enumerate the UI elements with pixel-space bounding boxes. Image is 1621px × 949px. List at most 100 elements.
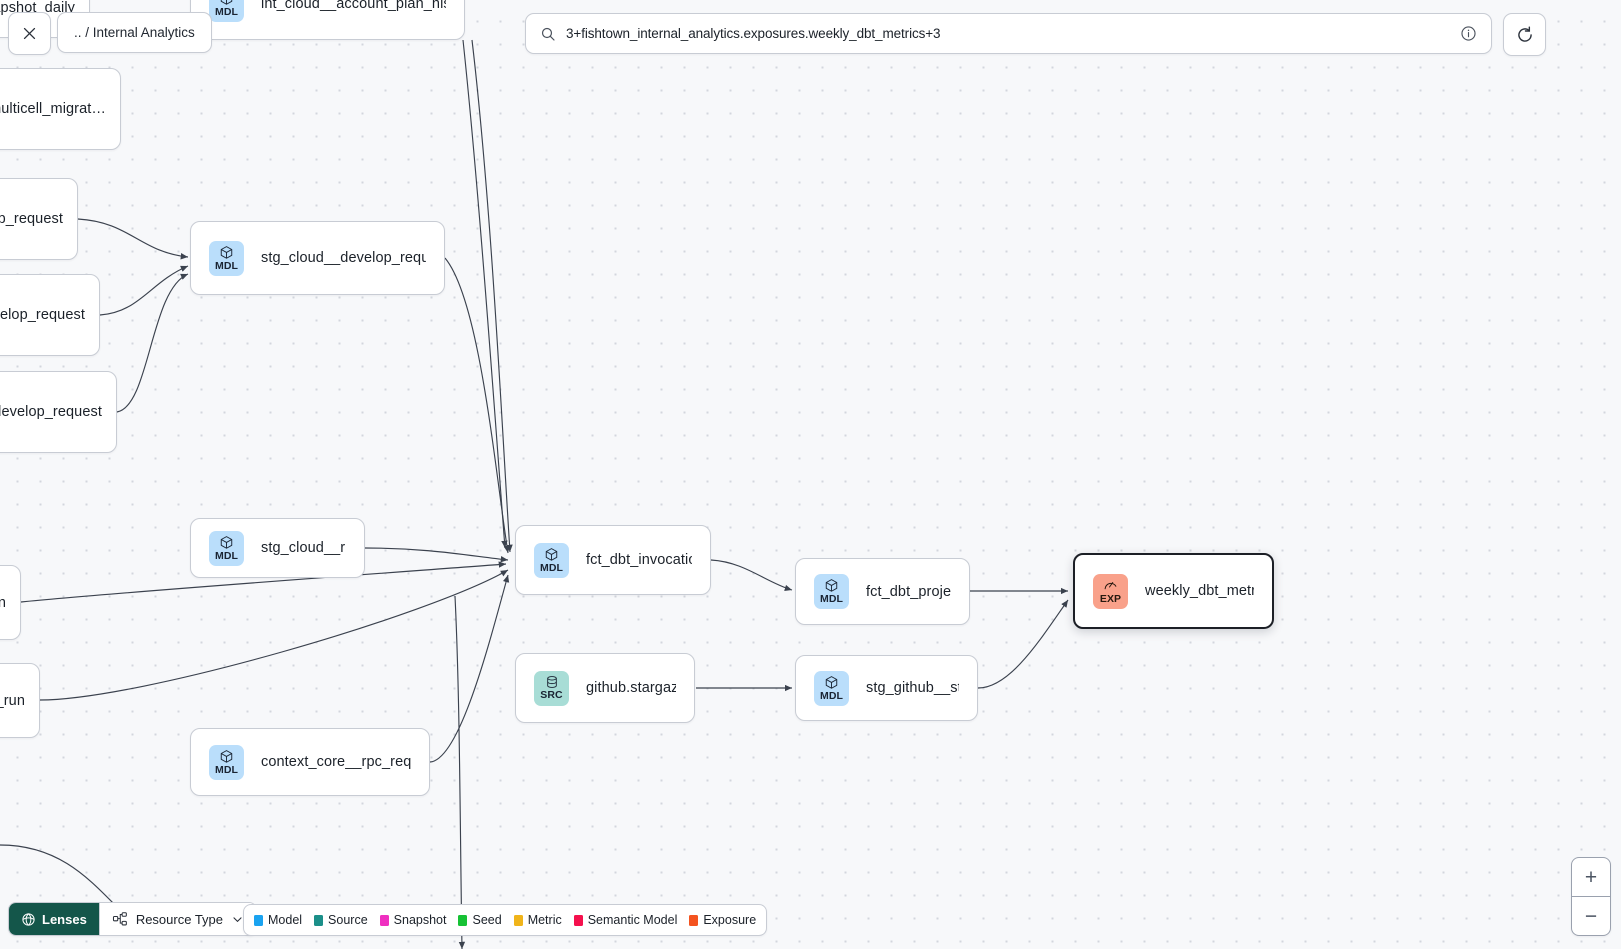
node-type-badge: MDL	[209, 744, 244, 780]
legend-item[interactable]: Semantic Model	[573, 913, 678, 927]
graph-edge	[977, 599, 1069, 689]
lenses-button[interactable]: Lenses	[9, 903, 99, 935]
node-label: weekly_dbt_metrics	[1145, 583, 1254, 599]
legend-label: Metric	[527, 913, 562, 927]
legend-item[interactable]: Snapshot	[379, 913, 447, 927]
graph-node[interactable]: MDL stg_cloud__develop_requests	[190, 221, 445, 295]
legend-label: Semantic Model	[587, 913, 678, 927]
node-label: _develop_request	[0, 404, 102, 420]
node-type-badge: MDL	[209, 530, 244, 566]
legend-item[interactable]: Metric	[513, 913, 562, 927]
lenses-toolbar[interactable]: Lenses Resource Type	[8, 902, 258, 936]
node-type-badge-label: MDL	[819, 689, 844, 702]
legend-label: Model	[268, 913, 303, 927]
info-icon[interactable]	[1460, 25, 1477, 42]
legend-swatch	[689, 914, 699, 926]
node-type-badge-label: EXP	[1099, 592, 1122, 605]
node-label: _run	[0, 692, 25, 709]
graph-node[interactable]: MDL int_cloud__account_plan_history	[190, 0, 465, 40]
node-type-badge: MDL	[209, 240, 244, 276]
node-label: fct_dbt_invocations	[586, 552, 692, 568]
legend-label: Seed	[472, 913, 502, 927]
node-label: stg_github__stars	[866, 680, 959, 696]
node-label: multicell_migrat…	[0, 101, 106, 117]
refresh-button[interactable]	[1503, 13, 1546, 56]
lens-icon	[22, 912, 35, 926]
cube-icon	[220, 0, 233, 5]
node-label: context_core__rpc_request	[261, 754, 411, 770]
lenses-label: Lenses	[42, 911, 87, 927]
graph-node[interactable]: multicell_migrat…	[0, 68, 121, 150]
node-type-badge: MDL	[814, 574, 849, 609]
graph-node[interactable]: MDL stg_github__stars	[795, 655, 978, 721]
legend-swatch	[573, 914, 583, 926]
breadcrumb[interactable]: .. / Internal Analytics	[57, 12, 212, 53]
refresh-icon	[1517, 25, 1532, 42]
node-type-badge: SRC	[534, 670, 569, 706]
node-label: stg_cloud__develop_requests	[261, 250, 426, 266]
legend-swatch	[254, 914, 263, 926]
node-label: n	[0, 594, 6, 611]
graph-node[interactable]: op_request	[0, 178, 78, 260]
graph-edge	[364, 547, 509, 563]
graph-node[interactable]: _develop_request	[0, 371, 117, 453]
database-icon	[546, 676, 557, 689]
cube-icon	[825, 579, 838, 592]
graph-edge	[710, 559, 793, 592]
graph-edge	[77, 218, 189, 260]
resource-type-dropdown[interactable]: Resource Type	[98, 903, 257, 935]
node-type-badge-label: MDL	[214, 549, 239, 562]
cube-icon	[220, 245, 233, 259]
graph-node[interactable]: _run	[0, 663, 40, 738]
zoom-out-button[interactable]: −	[1572, 896, 1610, 935]
graph-edge	[0, 844, 121, 911]
node-label: int_cloud__account_plan_history	[261, 0, 446, 12]
zoom-controls[interactable]: + −	[1571, 857, 1611, 936]
search-bar[interactable]: 3+fishtown_internal_analytics.exposures.…	[525, 13, 1492, 54]
graph-node[interactable]: EXP weekly_dbt_metrics	[1073, 553, 1274, 629]
graph-edge	[462, 39, 508, 549]
zoom-in-button[interactable]: +	[1584, 865, 1598, 889]
cube-icon	[545, 547, 558, 561]
breadcrumb-label: .. / Internal Analytics	[74, 25, 195, 40]
graph-edge	[39, 569, 509, 701]
resource-type-label: Resource Type	[135, 911, 224, 927]
graph-node[interactable]: MDL context_core__rpc_request	[190, 728, 430, 796]
node-type-badge-label: MDL	[214, 5, 239, 18]
graph-edge	[444, 257, 511, 554]
graph-edge	[99, 265, 189, 316]
node-type-badge-label: SRC	[540, 689, 563, 702]
graph-edge	[454, 595, 466, 949]
graph-edge	[429, 574, 510, 763]
search-input[interactable]: 3+fishtown_internal_analytics.exposures.…	[566, 26, 941, 41]
close-button[interactable]	[8, 12, 51, 55]
node-type-badge: MDL	[209, 0, 244, 22]
cube-icon	[220, 749, 233, 763]
graph-edge	[116, 273, 189, 413]
node-type-badge: MDL	[814, 670, 849, 706]
legend-swatch	[379, 914, 389, 926]
graph-node[interactable]: velop_request	[0, 274, 100, 356]
hierarchy-icon	[112, 912, 127, 926]
legend-item[interactable]: Exposure	[689, 913, 756, 927]
legend-label: Snapshot	[393, 913, 447, 927]
node-label: fct_dbt_projects	[866, 583, 951, 600]
gauge-icon	[1104, 581, 1117, 589]
node-type-badge-label: MDL	[214, 763, 239, 776]
legend-item[interactable]: Model	[254, 913, 302, 927]
legend-item[interactable]: Source	[314, 913, 368, 927]
graph-node[interactable]: n	[0, 565, 21, 640]
legend-label: Exposure	[703, 913, 757, 927]
legend-item[interactable]: Seed	[458, 913, 502, 927]
node-type-badge: EXP	[1093, 573, 1128, 609]
node-label: op_request	[0, 211, 63, 227]
search-icon	[541, 27, 555, 41]
graph-edge	[471, 39, 513, 553]
graph-node[interactable]: MDL fct_dbt_projects	[795, 558, 970, 625]
close-icon	[23, 27, 36, 40]
